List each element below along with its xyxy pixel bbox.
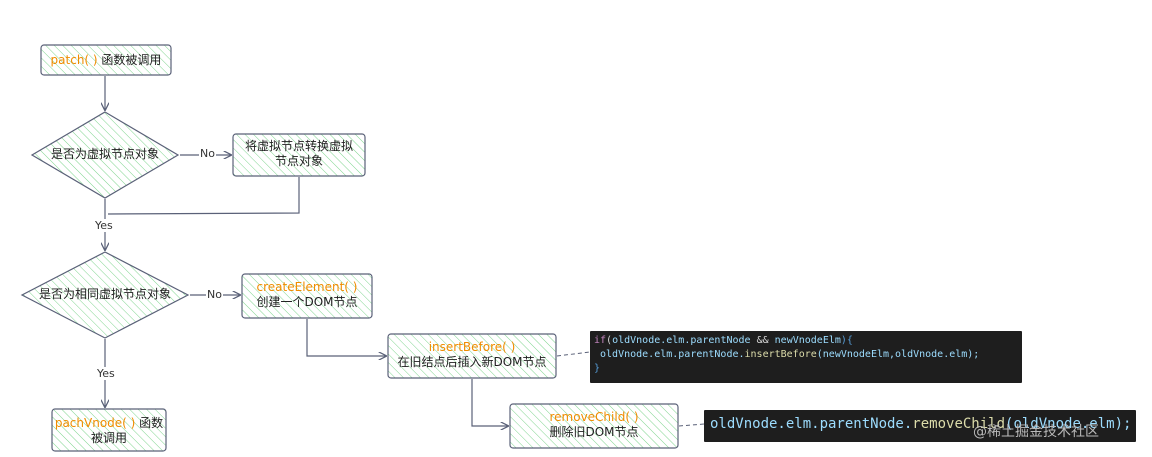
patch-text: 函数被调用 [97,53,162,67]
is-vnode-decision [30,111,180,199]
patch-fn: patch( ) [50,53,98,67]
remove-child-label: removeChild( ) 删除旧DOM节点 [510,410,678,440]
patch-vnode-text1: 函数 [135,416,164,430]
code1-line3: } [594,363,601,374]
code2-object: oldVnode.elm.parentNode. [710,416,913,432]
insert-before-node [387,333,557,379]
edge-label-no-2: No [206,288,223,301]
watermark: @稀土掘金技术社区 [973,424,1099,440]
edge-create-to-insert [306,319,386,356]
convert-line1: 将虚拟节点转换虚拟 [244,139,353,153]
insert-before-text: 在旧结点后插入新DOM节点 [397,355,547,369]
code1-line1: if(oldVnode.elm.parentNode && newVnodeEl… [594,335,853,346]
edge-convert-merge [107,177,300,215]
dash-insert-to-code [556,351,591,357]
convert-line2: 节点对象 [274,154,323,168]
remove-child-fn: removeChild( ) [549,410,639,424]
patch-vnode-node [51,408,167,452]
create-element-fn: createElement( ) [256,280,358,294]
patch-vnode-label: pachVnode( ) 函数 被调用 [52,416,166,446]
create-element-text: 创建一个DOM节点 [256,295,358,309]
dash-remove-to-code [678,423,705,427]
patch-vnode-text2: 被调用 [90,431,127,445]
remove-child-text: 删除旧DOM节点 [549,425,639,439]
create-element-node [241,273,373,319]
patch-node [40,44,172,76]
edge-label-no-1: No [199,147,216,160]
convert-label: 将虚拟节点转换虚拟 节点对象 [233,139,365,169]
insert-before-code-block: if(oldVnode.elm.parentNode && newVnodeEl… [590,331,1022,383]
patch-label: patch( ) 函数被调用 [41,53,171,68]
patch-vnode-fn: pachVnode( ) [54,416,136,430]
remove-child-code-block: oldVnode.elm.parentNode.removeChild(oldV… [704,410,1136,442]
is-vnode-label: 是否为虚拟节点对象 [50,147,159,161]
edge-label-yes-2: Yes [96,367,116,380]
edge-label-yes-1: Yes [94,219,114,232]
code1-line2: oldVnode.elm.parentNode.insertBefore(new… [594,349,980,360]
edge-insert-to-remove [471,379,508,426]
create-element-label: createElement( ) 创建一个DOM节点 [242,280,372,310]
insert-before-fn: insertBefore( ) [428,340,516,354]
code2-method: removeChild [912,416,1006,432]
remove-child-node [509,403,679,449]
convert-node [232,133,366,177]
is-same-label: 是否为相同虚拟节点对象 [38,287,171,301]
is-same-decision [20,251,190,339]
insert-before-label: insertBefore( ) 在旧结点后插入新DOM节点 [388,340,556,370]
code2-args: (oldVnode.elm); [1005,416,1132,432]
